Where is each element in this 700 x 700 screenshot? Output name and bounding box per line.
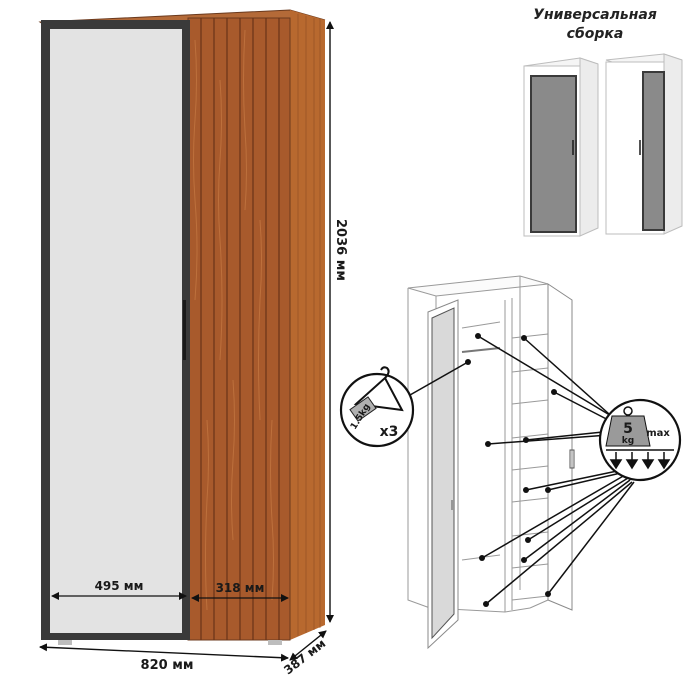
- dimension-mirror-section-label: 495 мм: [95, 579, 144, 593]
- wardrobe-side-panel: [290, 10, 325, 640]
- shelf-pointer-dots: [475, 333, 557, 607]
- assembly-caption-line2: сборка: [566, 26, 624, 42]
- side-wood-grain: [297, 14, 321, 636]
- assembly-caption-line1: Универсальная: [533, 7, 657, 23]
- hanger-weight-tag: [349, 396, 377, 422]
- wardrobe-foot-left: [58, 640, 72, 645]
- shelf-weight-unit: kg: [622, 436, 634, 446]
- hanger-icon: [353, 366, 404, 412]
- wardrobe-foot-right: [268, 640, 282, 645]
- hanger-pointer-dot: [465, 359, 471, 365]
- hanger-count-label: x3: [380, 424, 399, 440]
- hanger-rail: [461, 347, 501, 353]
- weight-icon: [605, 406, 651, 447]
- dimension-height-label: 2036 мм: [333, 219, 348, 281]
- assembly-caption: Универсальная сборка: [520, 6, 670, 44]
- dimension-height: 2036 мм: [326, 21, 348, 623]
- dimension-width-label: 820 мм: [141, 658, 194, 673]
- assembly-variant-left: [523, 57, 599, 237]
- shelf-load-badge: 5 kg max: [598, 398, 682, 482]
- assembly-variant-right: [605, 53, 683, 235]
- dimension-width: 820 мм: [39, 643, 289, 673]
- dimension-wood-section: 318 мм: [191, 581, 289, 602]
- hanger-load-badge: 1.5kg x3: [339, 366, 415, 448]
- wood-door: [188, 18, 290, 640]
- dimension-wood-section-label: 318 мм: [216, 581, 265, 595]
- dimension-depth-label: 387 мм: [281, 636, 328, 677]
- down-arrows-icon: [606, 449, 674, 470]
- wardrobe-main: [38, 9, 326, 645]
- dimension-mirror-section: 495 мм: [51, 579, 187, 600]
- shelf-pointers: [477, 335, 635, 605]
- shelf-weight-value: 5: [623, 421, 633, 437]
- shelf-weight-max: max: [646, 428, 670, 439]
- mirror-panel: [50, 29, 182, 633]
- mirror-handle: [183, 300, 186, 360]
- hanger-pointer: [409, 361, 469, 396]
